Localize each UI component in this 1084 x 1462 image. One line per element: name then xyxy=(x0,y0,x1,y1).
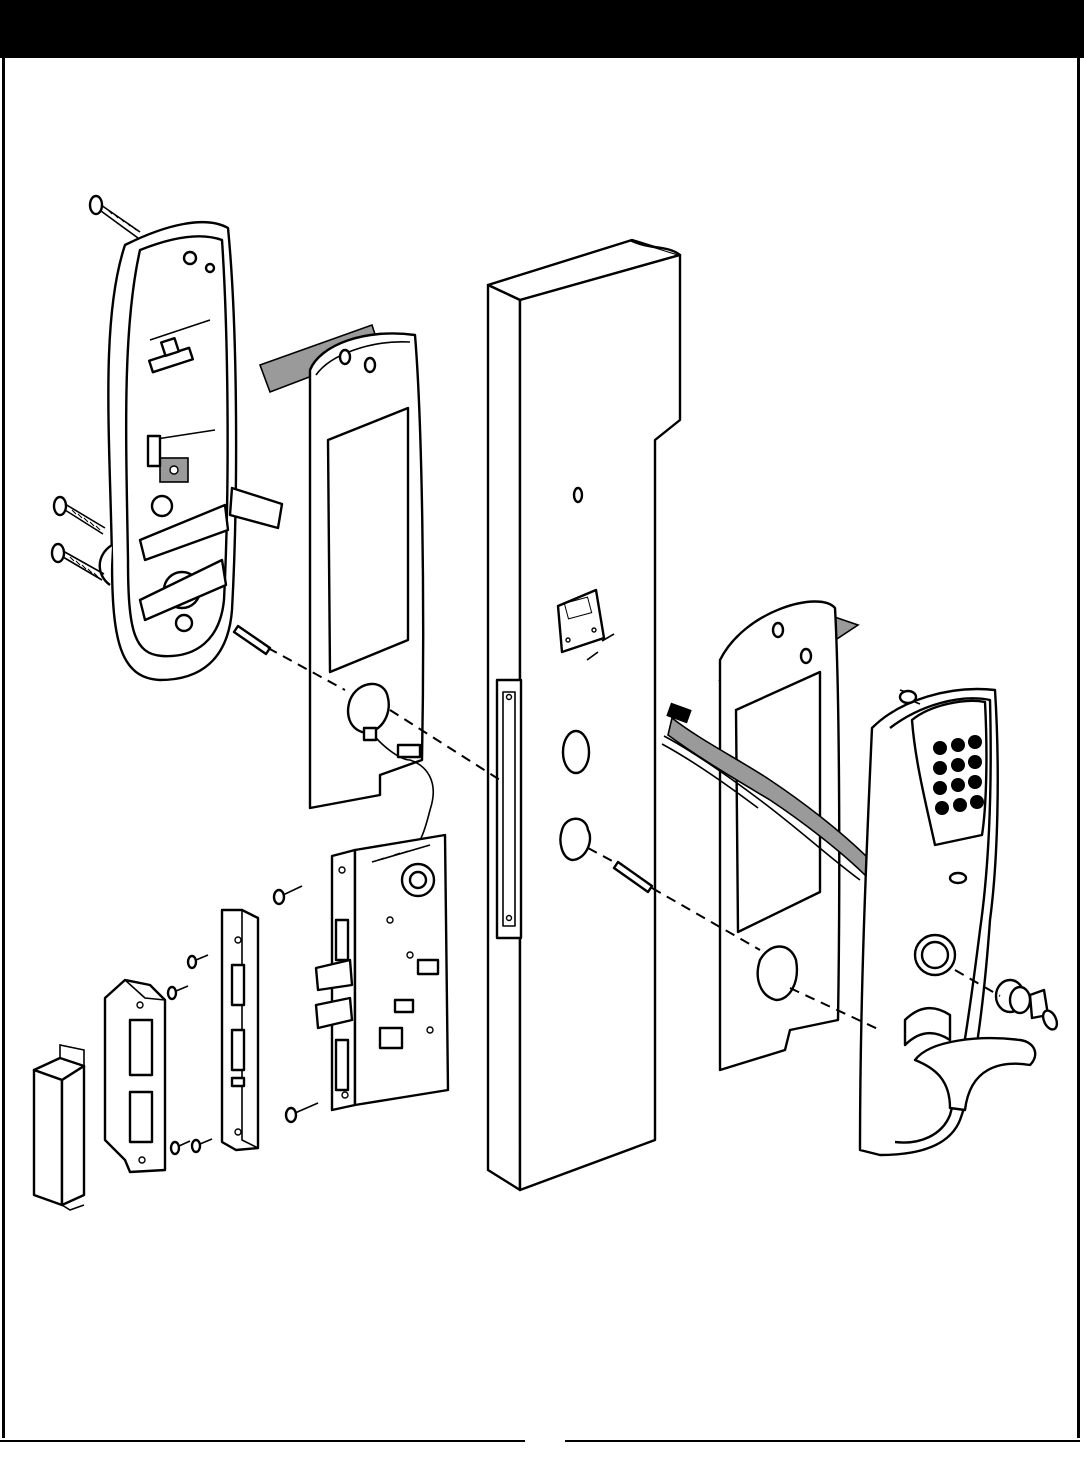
strike-screw xyxy=(168,986,188,999)
lock-screw-bottom xyxy=(286,1103,318,1122)
mortise-lock-body xyxy=(316,835,448,1110)
faceplate xyxy=(222,910,258,1150)
strike-screw xyxy=(171,1141,190,1154)
mounting-screw xyxy=(90,196,140,238)
strike-box xyxy=(34,1045,84,1210)
strike-screw xyxy=(188,955,208,968)
inside-escutcheon xyxy=(100,222,282,680)
door-hole-spindle xyxy=(560,819,590,860)
cylinder xyxy=(996,980,1060,1032)
inside-gasket xyxy=(260,325,423,808)
keypad-escutcheon xyxy=(860,689,1035,1155)
mounting-pin xyxy=(234,626,270,654)
mounting-screw xyxy=(54,497,105,534)
door-hole-cylinder xyxy=(563,731,589,773)
lock-screw-top xyxy=(274,886,302,904)
strike-screw xyxy=(192,1139,212,1152)
mounting-screw xyxy=(52,544,104,580)
strike-plate xyxy=(105,980,165,1172)
door-hole-top xyxy=(574,488,582,502)
door xyxy=(488,240,680,1190)
